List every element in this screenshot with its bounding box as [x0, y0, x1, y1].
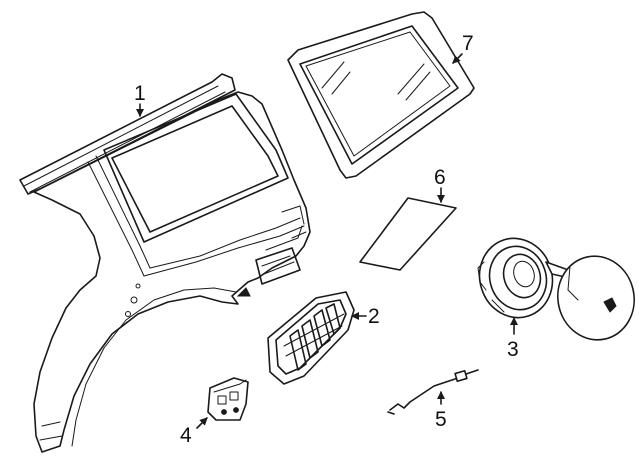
vent-grille	[267, 291, 355, 385]
callout-7: 7	[452, 32, 474, 64]
release-cable	[387, 369, 479, 415]
callout-4-arrow	[196, 417, 208, 429]
callout-3: 3	[507, 317, 519, 361]
quarter-panel	[19, 73, 311, 453]
window-film	[359, 197, 457, 271]
callout-4-label: 4	[180, 424, 192, 447]
hinge-bracket	[207, 377, 249, 421]
callout-7-arrow	[452, 53, 463, 64]
callout-7-label: 7	[462, 32, 474, 55]
callout-3-label: 3	[507, 338, 519, 361]
quarter-glass	[287, 11, 475, 179]
callout-6: 6	[434, 166, 446, 203]
callout-1-label: 1	[134, 82, 146, 105]
fuel-door-assembly	[477, 237, 635, 341]
callout-5: 5	[435, 391, 447, 431]
callout-6-label: 6	[434, 166, 446, 189]
callout-1: 1	[134, 82, 146, 117]
callout-4: 4	[180, 417, 208, 447]
callout-5-label: 5	[435, 408, 447, 431]
callout-2: 2	[351, 305, 380, 328]
callout-2-label: 2	[368, 305, 380, 328]
